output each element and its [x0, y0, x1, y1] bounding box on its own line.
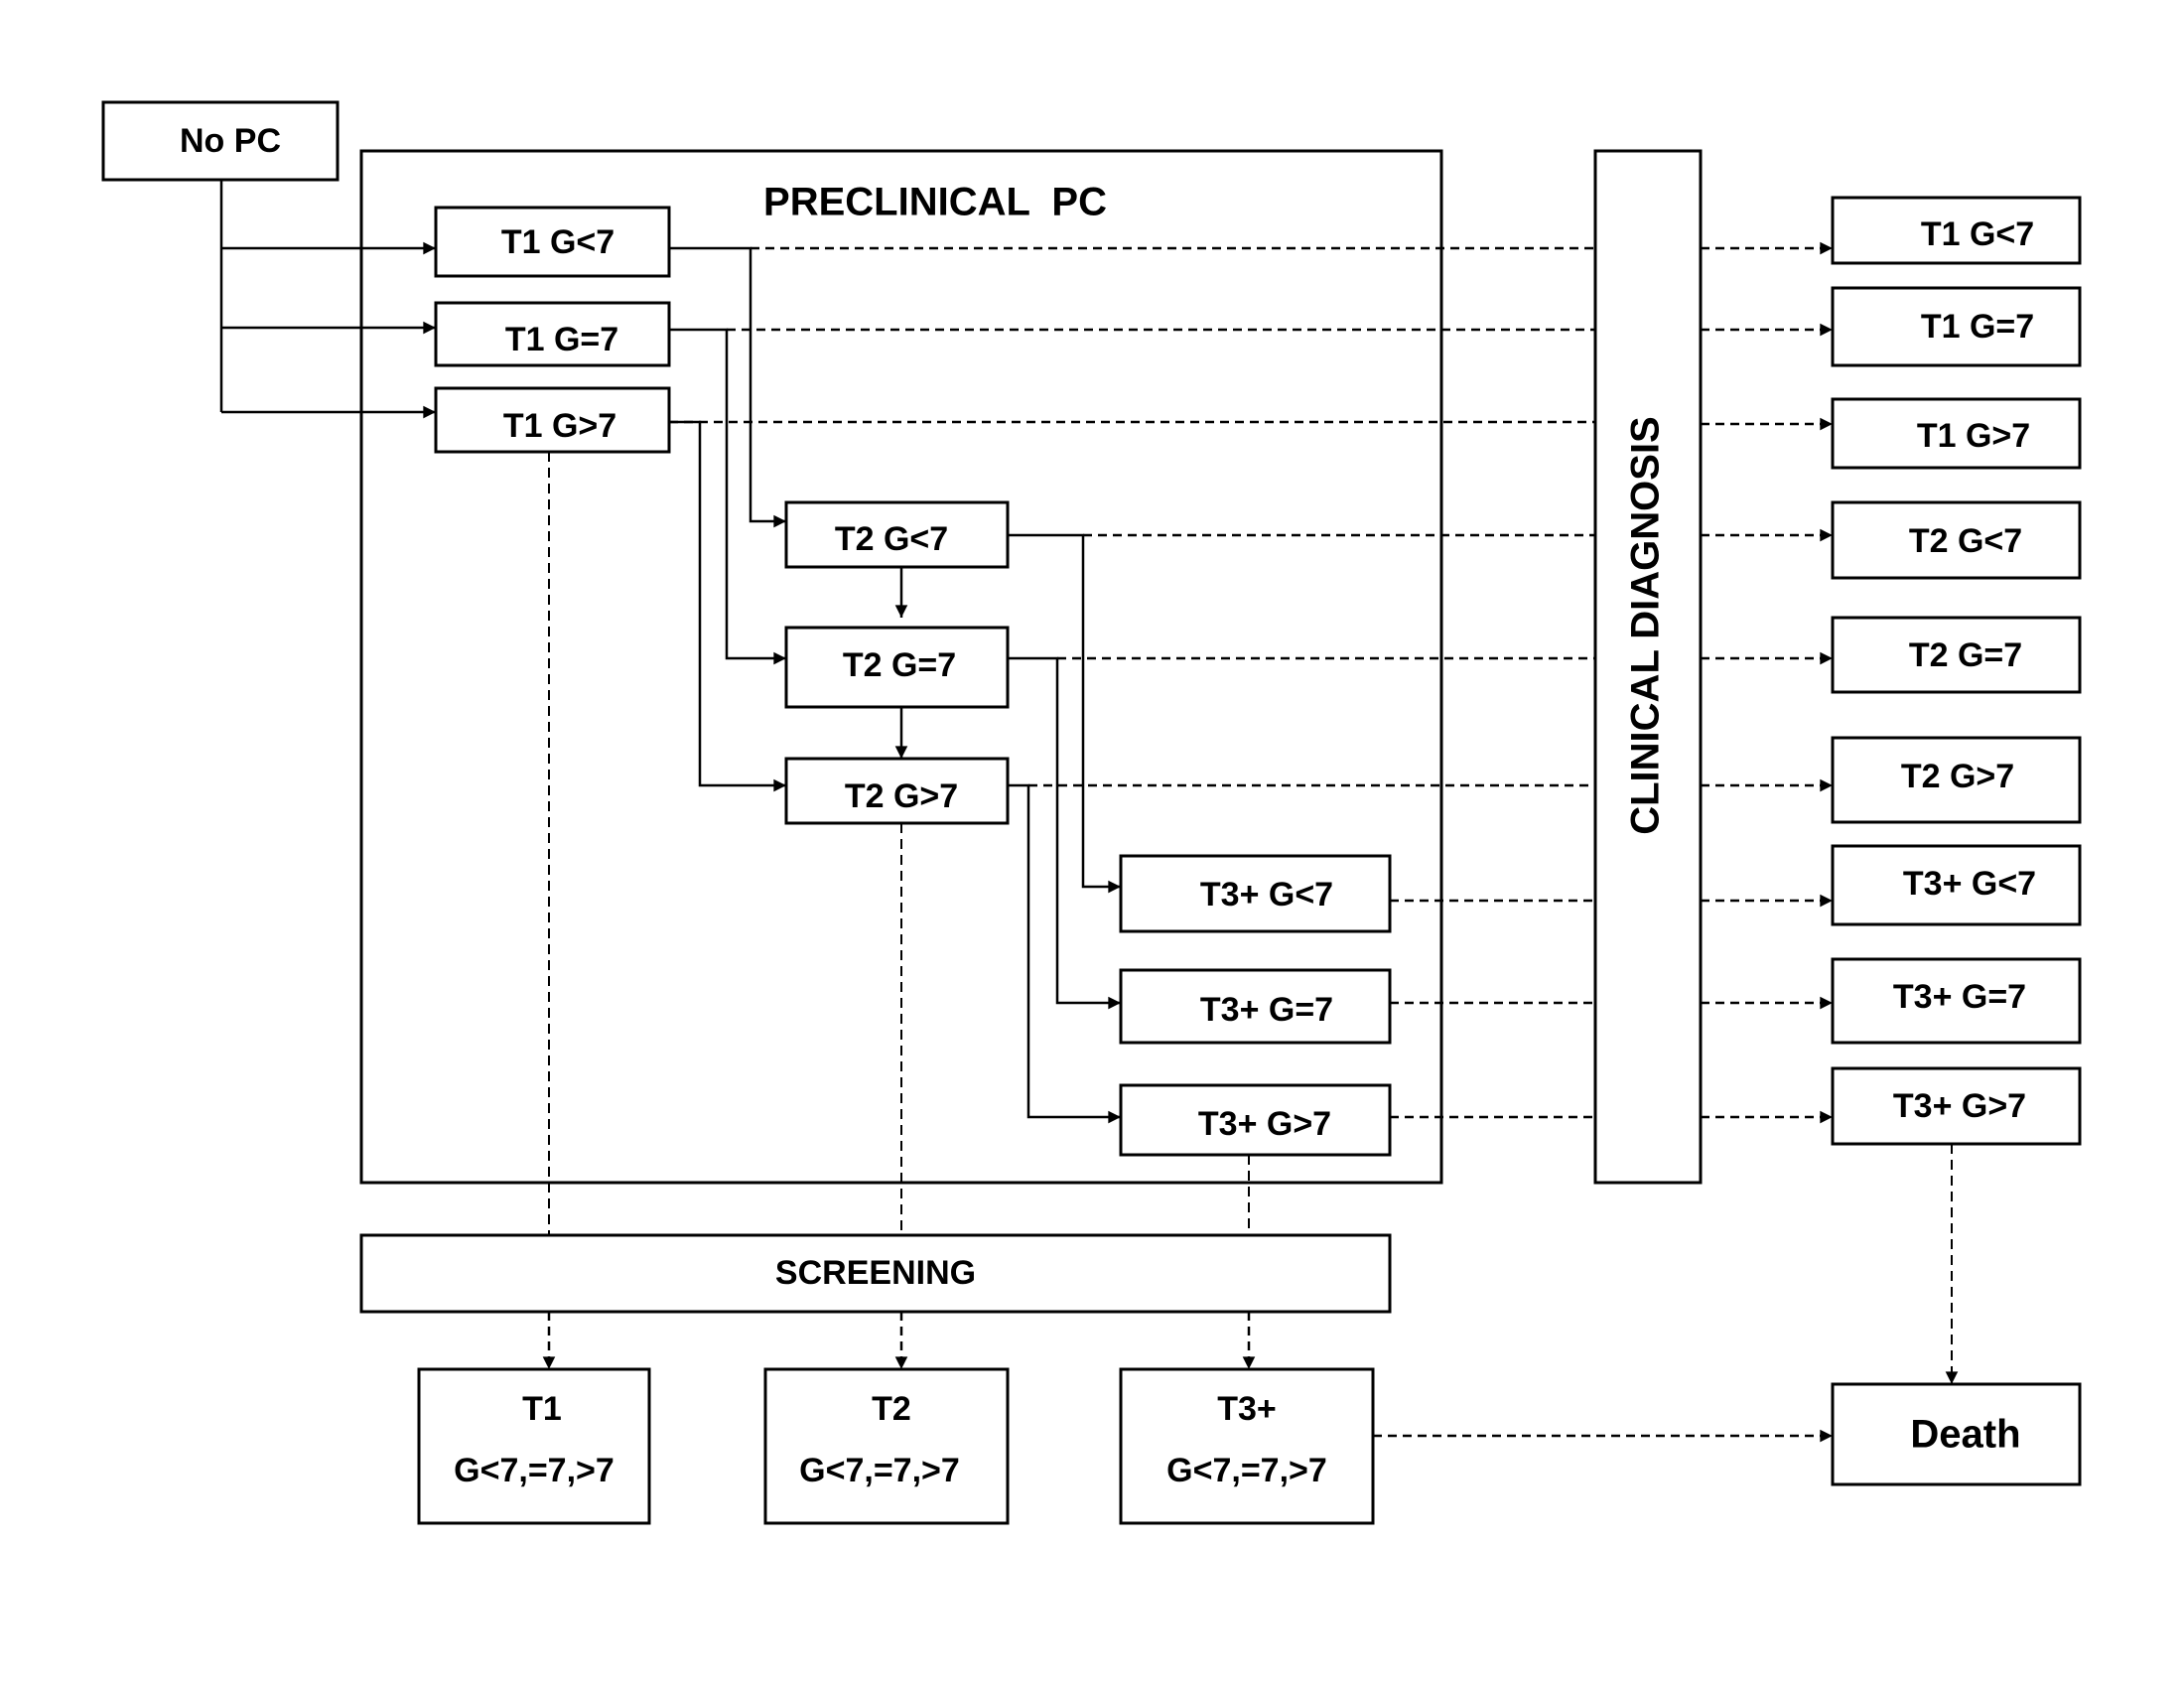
state-label: T2 G=7	[843, 646, 956, 684]
clinical-box-t1-g-eq7	[1831, 286, 2082, 367]
clinical-label: T1 G=7	[1921, 308, 2034, 346]
state-box-t3-g-lt7	[1119, 854, 1392, 933]
clinical-label: T2 G=7	[1909, 636, 2022, 674]
state-box-t3-g-gt7	[1119, 1083, 1392, 1157]
state-label: T1 G<7	[501, 223, 614, 261]
clinical-label: T2 G<7	[1909, 522, 2022, 560]
arrow-t2-eq7-to-t3-eq7	[1008, 656, 1121, 1010]
state-box-t3-g-eq7	[1119, 968, 1392, 1045]
clinical-box-t3-g-gt7	[1831, 1066, 2082, 1146]
clinical-label: T3+ G<7	[1903, 865, 2036, 903]
preclinical-t2-group: T2 G<7 T2 G=7 T2 G>7	[784, 500, 1010, 825]
death-box	[1831, 1382, 2082, 1486]
clinical-label: T2 G>7	[1901, 758, 2014, 795]
screen-detected-group: T1 G<7,=7,>7 T2 G<7,=7,>7 T3+ G<7,=7,>7	[417, 1367, 1375, 1525]
screening-label: SCREENING	[775, 1254, 976, 1292]
clinical-label: T3+ G>7	[1893, 1087, 2026, 1125]
screening-box	[359, 1233, 1392, 1314]
screen-stage-label: T1	[522, 1390, 562, 1428]
state-box-t2-g-lt7	[784, 500, 1010, 569]
state-box-t1-g-lt7	[434, 206, 671, 278]
arrow-t1-eq7-to-t2-eq7	[669, 328, 786, 665]
clinical-label: T3+ G=7	[1893, 978, 2026, 1016]
screen-grades-label: G<7,=7,>7	[1166, 1452, 1327, 1489]
clinical-box-t3-g-lt7	[1831, 844, 2082, 926]
state-box-t1-g-gt7	[434, 386, 671, 454]
preclinical-t1-group: T1 G<7 T1 G=7 T1 G>7	[434, 206, 671, 454]
clinical-box-t3-g-eq7	[1831, 957, 2082, 1045]
clinical-box-t2-g-gt7	[1831, 736, 2082, 824]
screen-detected-box-t3	[1119, 1367, 1375, 1525]
no-pc-label: No PC	[180, 122, 281, 160]
arrow-t2-gt7-to-t3-gt7	[1008, 783, 1121, 1124]
state-label: T1 G>7	[503, 407, 616, 445]
arrow-t1-lt7-to-t2-lt7	[669, 246, 786, 528]
clinical-label: T1 G<7	[1921, 215, 2034, 253]
state-label: T2 G<7	[835, 520, 948, 558]
state-box-t1-g-eq7	[434, 301, 671, 367]
screen-detected-box-t1	[417, 1367, 651, 1525]
clinical-box-t2-g-lt7	[1831, 500, 2082, 580]
screen-grades-label: G<7,=7,>7	[799, 1452, 960, 1489]
preclinical-pc-title: PRECLINICAL PC	[763, 181, 1107, 224]
clinical-diagnosis-transitions	[669, 241, 1833, 1124]
no-pc-box	[101, 100, 340, 182]
screen-stage-label: T2	[872, 1390, 911, 1428]
screen-grades-label: G<7,=7,>7	[454, 1452, 614, 1489]
state-label: T3+ G<7	[1200, 876, 1333, 914]
state-box-t2-g-eq7	[784, 626, 1010, 709]
state-label: T2 G>7	[845, 777, 958, 815]
clinical-diagnosis-box	[1593, 149, 1703, 1185]
preclinical-t3-group: T3+ G<7 T3+ G=7 T3+ G>7	[1119, 854, 1392, 1157]
clinical-states-column: T1 G<7 T1 G=7 T1 G>7 T2 G<7 T2 G=7 T2 G>…	[1831, 196, 2082, 1146]
screen-detected-box-t2	[763, 1367, 1010, 1525]
state-label: T3+ G>7	[1198, 1105, 1331, 1143]
screen-stage-label: T3+	[1217, 1390, 1277, 1428]
clinical-box-t1-g-lt7	[1831, 196, 2082, 265]
clinical-label: T1 G>7	[1917, 417, 2030, 455]
state-box-t2-g-gt7	[784, 757, 1010, 825]
arrow-t2-lt7-to-t3-lt7	[1008, 533, 1121, 894]
clinical-box-t2-g-eq7	[1831, 616, 2082, 694]
state-label: T3+ G=7	[1200, 991, 1333, 1029]
state-label: T1 G=7	[505, 321, 618, 358]
clinical-box-t1-g-gt7	[1831, 397, 2082, 470]
death-label: Death	[1910, 1413, 2020, 1457]
clinical-diagnosis-label: CLINICAL DIAGNOSIS	[1624, 416, 1668, 835]
